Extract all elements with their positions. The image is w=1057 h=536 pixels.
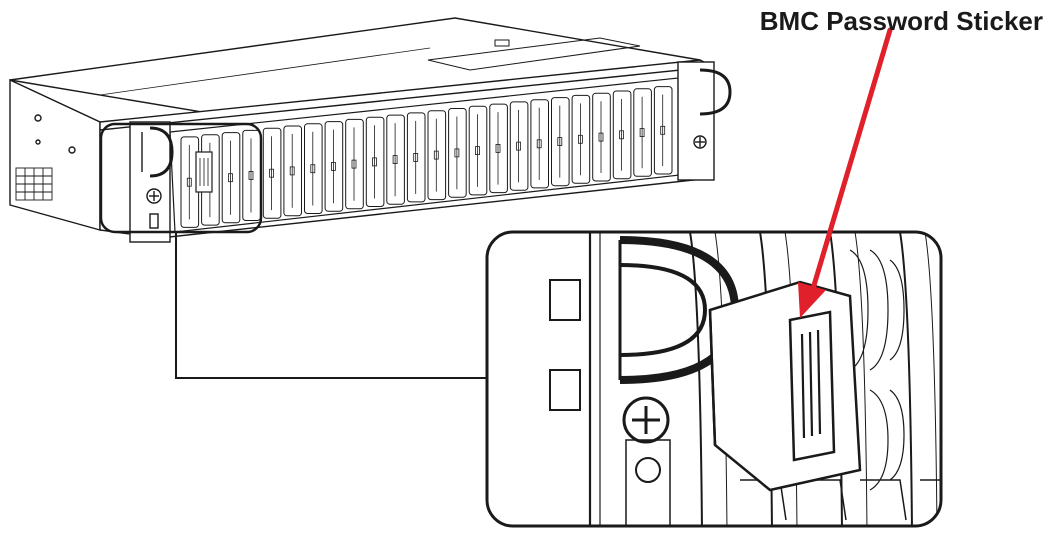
drive-bay <box>489 103 508 194</box>
left-rack-ear <box>129 121 174 243</box>
drive-bay <box>633 88 652 177</box>
drive-bay <box>324 121 344 212</box>
drive-bay <box>448 108 467 198</box>
drive-bay <box>612 90 632 180</box>
sticker-location <box>195 151 213 193</box>
side-vent <box>15 167 53 201</box>
drive-bay <box>180 136 200 228</box>
drive-bay <box>592 92 611 182</box>
drive-bay <box>386 114 405 205</box>
chassis-left-side <box>9 78 101 231</box>
right-rack-ear <box>677 61 732 181</box>
detail-highlight-box <box>99 122 263 234</box>
drive-bay <box>304 123 323 214</box>
drive-bay <box>406 112 426 203</box>
connector-line <box>175 232 488 379</box>
drive-bay <box>571 94 591 184</box>
drive-bay <box>262 127 282 219</box>
callout-label: BMC Password Sticker <box>759 6 1043 36</box>
callout-arrow <box>798 27 893 318</box>
drive-bay <box>365 116 385 207</box>
drive-bay <box>653 86 673 175</box>
zoom-inset <box>485 230 943 528</box>
drive-bay <box>242 129 261 221</box>
drive-bay <box>221 132 241 224</box>
drive-bay <box>509 101 529 191</box>
drive-bay <box>427 110 447 201</box>
drive-bay <box>551 97 570 187</box>
drive-bay <box>345 118 364 210</box>
drive-bay <box>283 125 302 217</box>
drive-bays <box>180 86 673 228</box>
sticker-barcode <box>800 329 822 439</box>
drive-bay <box>468 105 488 196</box>
drive-bay <box>530 99 550 189</box>
